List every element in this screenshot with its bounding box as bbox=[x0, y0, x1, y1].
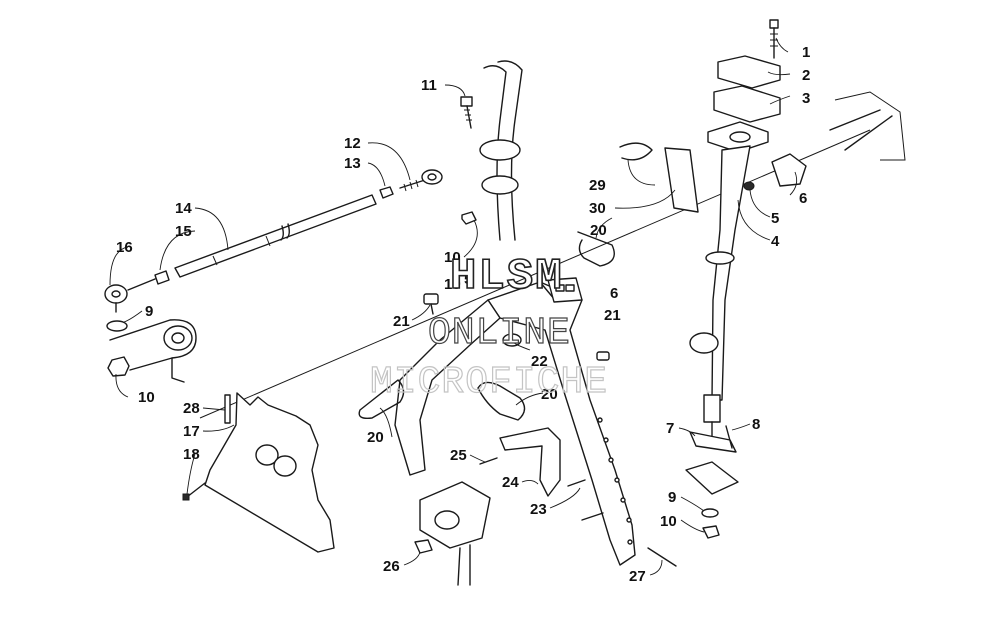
screw-18 bbox=[182, 482, 206, 501]
long-bolt-b bbox=[844, 115, 893, 151]
callout-26: 26 bbox=[383, 558, 400, 575]
callout-5-right: 5 bbox=[771, 210, 779, 227]
callout-28: 28 bbox=[183, 400, 200, 417]
callout-27: 27 bbox=[629, 568, 646, 585]
snap-ring-29 bbox=[619, 142, 653, 161]
washer-9-left bbox=[106, 320, 128, 332]
screw-21-right bbox=[596, 351, 610, 361]
steering-box bbox=[419, 481, 491, 586]
screw-23-a bbox=[567, 479, 586, 487]
bracket-7 bbox=[689, 431, 737, 453]
bracket-24 bbox=[499, 427, 561, 497]
callout-21-left: 21 bbox=[393, 313, 410, 330]
callout-17: 17 bbox=[183, 423, 200, 440]
cable-tie-20-mid bbox=[477, 381, 526, 421]
clamp-block-2 bbox=[717, 55, 781, 89]
screw-8 bbox=[725, 425, 733, 449]
callout-23: 23 bbox=[530, 501, 547, 518]
skid-plate-17 bbox=[204, 392, 335, 553]
callout-19: 19 bbox=[444, 276, 461, 293]
assembly-centerline bbox=[199, 129, 871, 419]
nut-10-left bbox=[107, 356, 130, 377]
pitman-arm bbox=[109, 319, 197, 383]
bracket-6-center bbox=[547, 277, 583, 303]
callout-20-left: 20 bbox=[367, 429, 384, 446]
cable-tie-20-top bbox=[577, 231, 615, 267]
watermark-line-1: HLSM bbox=[450, 252, 564, 302]
nut-10-right bbox=[702, 525, 720, 539]
callout-10-right: 10 bbox=[660, 513, 677, 530]
callout-25: 25 bbox=[450, 447, 467, 464]
callout-15: 15 bbox=[175, 223, 192, 240]
bolt-11 bbox=[460, 96, 473, 129]
bolt-1 bbox=[769, 19, 779, 59]
nut-26 bbox=[414, 539, 433, 554]
leader-lines bbox=[109, 37, 798, 576]
callout-5-center: 5 bbox=[464, 271, 472, 288]
clamp-block-3 bbox=[713, 85, 781, 123]
callout-21-right: 21 bbox=[604, 307, 621, 324]
rod-end-12 bbox=[399, 169, 443, 192]
nut-5-top bbox=[743, 181, 755, 191]
callout-10-left: 10 bbox=[138, 389, 155, 406]
parts-artwork bbox=[104, 19, 906, 586]
callout-2: 2 bbox=[802, 67, 810, 84]
callout-29: 29 bbox=[589, 177, 606, 194]
mount-plate bbox=[685, 461, 739, 495]
callout-3: 3 bbox=[802, 90, 810, 107]
callout-7: 7 bbox=[666, 420, 674, 437]
callout-6-right: 6 bbox=[799, 190, 807, 207]
screw-25 bbox=[479, 457, 498, 465]
callout-30: 30 bbox=[589, 200, 606, 217]
pin-28 bbox=[224, 394, 231, 424]
pad-30 bbox=[664, 147, 699, 213]
callout-20-mid: 20 bbox=[541, 386, 558, 403]
callout-9-left: 9 bbox=[145, 303, 153, 320]
tie-rod-end-16 bbox=[104, 278, 156, 313]
callout-20-top: 20 bbox=[590, 222, 607, 239]
bracket-6-right bbox=[771, 153, 807, 187]
callout-6-center: 6 bbox=[610, 285, 618, 302]
frame-outline-right bbox=[834, 91, 906, 161]
callout-13: 13 bbox=[344, 155, 361, 172]
callout-1: 1 bbox=[802, 44, 810, 61]
callout-11: 11 bbox=[421, 77, 437, 94]
watermark-line-3: MICROFICHE bbox=[370, 361, 608, 404]
callout-14: 14 bbox=[175, 200, 192, 217]
screw-21-left bbox=[423, 293, 439, 315]
callout-8: 8 bbox=[752, 416, 760, 433]
tie-rod-14 bbox=[174, 194, 377, 278]
washer-9-right bbox=[701, 508, 719, 518]
callout-4: 4 bbox=[771, 233, 780, 250]
callout-9-right: 9 bbox=[668, 489, 676, 506]
callout-18: 18 bbox=[183, 446, 200, 463]
callout-22: 22 bbox=[531, 353, 548, 370]
callout-10-upper: 10 bbox=[444, 249, 461, 266]
steering-post-4 bbox=[689, 121, 769, 437]
callout-labels: 1 2 3 4 5 5 6 6 7 8 9 9 10 10 10 11 12 1… bbox=[116, 44, 810, 585]
jam-nut-15 bbox=[154, 270, 170, 285]
jam-nut-13 bbox=[379, 186, 394, 199]
frame-tube-upper bbox=[479, 60, 523, 241]
long-bolt-a bbox=[829, 109, 881, 131]
nut-10-upper bbox=[461, 211, 477, 225]
callout-24: 24 bbox=[502, 474, 519, 491]
washer-22 bbox=[502, 333, 522, 347]
cable-tie-20-left bbox=[358, 379, 405, 420]
callout-16: 16 bbox=[116, 239, 133, 256]
callout-12: 12 bbox=[344, 135, 361, 152]
screw-23-b bbox=[581, 512, 604, 521]
bolt-27 bbox=[647, 547, 677, 567]
watermark: HLSM ONLINE MICROFICHE bbox=[369, 251, 608, 404]
watermark-line-2: ONLINE bbox=[428, 312, 571, 355]
